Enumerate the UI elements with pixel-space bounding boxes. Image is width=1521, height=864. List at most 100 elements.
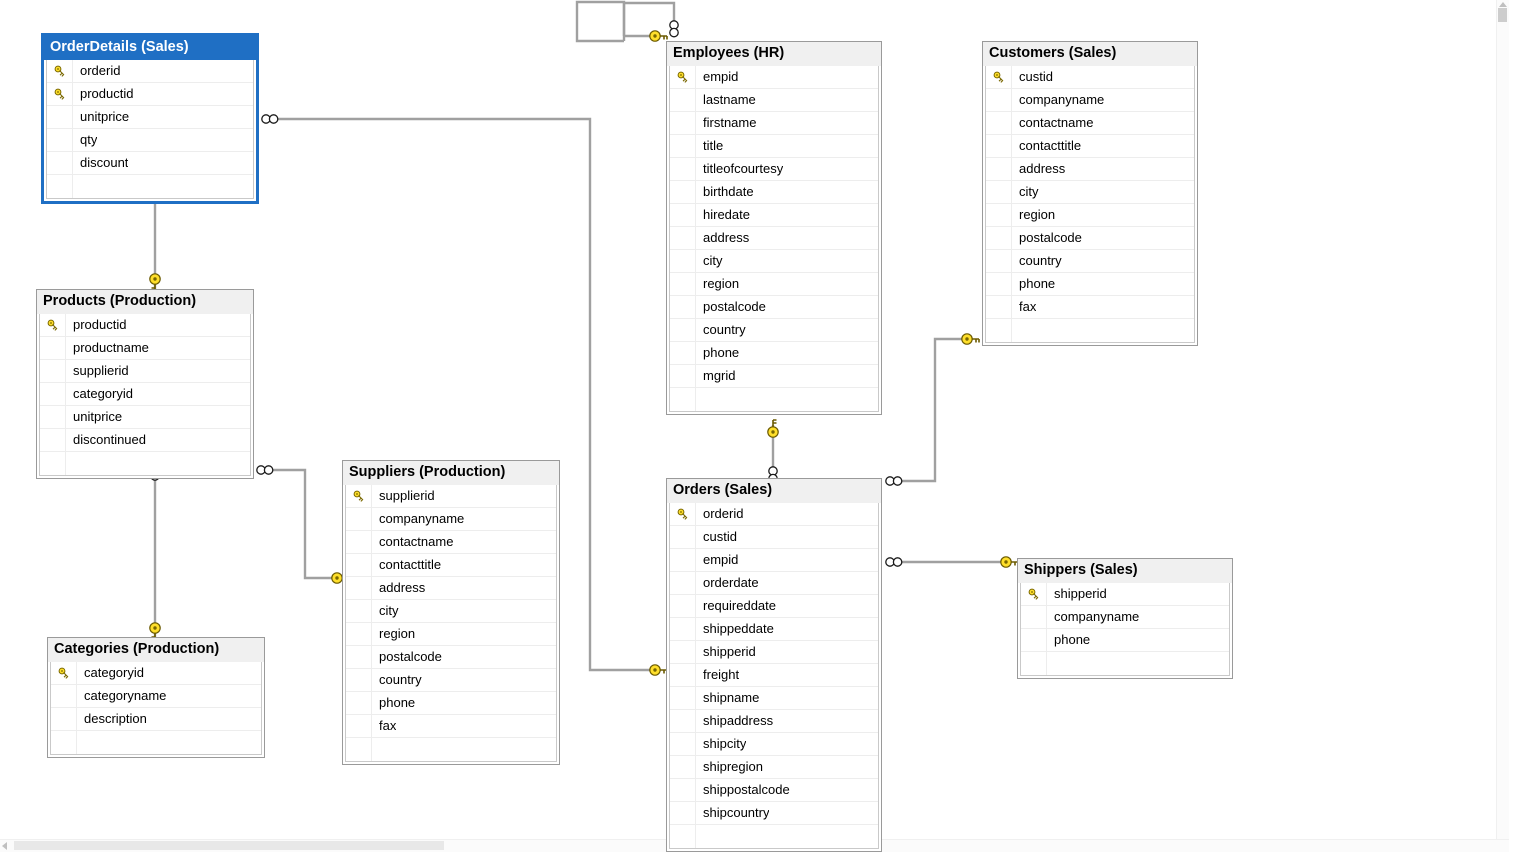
column-row[interactable]: titleofcourtesy (670, 158, 878, 181)
column-row[interactable]: requireddate (670, 595, 878, 618)
column-row[interactable]: shipaddress (670, 710, 878, 733)
empty-column-row[interactable] (51, 731, 261, 754)
column-row[interactable]: shippostalcode (670, 779, 878, 802)
empty-column-row[interactable] (346, 738, 556, 761)
column-row[interactable]: contacttitle (986, 135, 1194, 158)
table-header-products[interactable]: Products (Production) (37, 290, 253, 314)
column-row[interactable]: title (670, 135, 878, 158)
column-row[interactable]: shippeddate (670, 618, 878, 641)
column-row[interactable]: city (346, 600, 556, 623)
column-key-cell (986, 204, 1012, 226)
column-row[interactable]: companyname (346, 508, 556, 531)
table-header-customers[interactable]: Customers (Sales) (983, 42, 1197, 66)
column-row[interactable]: region (986, 204, 1194, 227)
column-row[interactable]: phone (346, 692, 556, 715)
column-row[interactable]: orderid (670, 503, 878, 526)
column-row[interactable]: region (346, 623, 556, 646)
column-row[interactable]: qty (47, 129, 253, 152)
column-row[interactable]: contactname (986, 112, 1194, 135)
column-row[interactable]: hiredate (670, 204, 878, 227)
empty-column-row[interactable] (670, 388, 878, 411)
empty-column-row[interactable] (40, 452, 250, 475)
column-row[interactable]: discount (47, 152, 253, 175)
column-row[interactable]: shipperid (1021, 583, 1229, 606)
table-header-employees[interactable]: Employees (HR) (667, 42, 881, 66)
column-row[interactable]: unitprice (40, 406, 250, 429)
table-header-categories[interactable]: Categories (Production) (48, 638, 264, 662)
column-row[interactable]: description (51, 708, 261, 731)
column-row[interactable]: shipcity (670, 733, 878, 756)
empty-column-row[interactable] (47, 175, 253, 198)
column-row[interactable]: postalcode (986, 227, 1194, 250)
column-row[interactable]: companyname (1021, 606, 1229, 629)
column-row[interactable]: categoryname (51, 685, 261, 708)
column-row[interactable]: country (986, 250, 1194, 273)
column-row[interactable]: categoryid (51, 662, 261, 685)
column-row[interactable]: supplierid (346, 485, 556, 508)
column-row[interactable]: shipperid (670, 641, 878, 664)
horizontal-scroll-thumb[interactable] (14, 841, 444, 850)
column-row[interactable]: country (670, 319, 878, 342)
column-row[interactable]: phone (1021, 629, 1229, 652)
column-row[interactable]: contacttitle (346, 554, 556, 577)
column-row[interactable]: region (670, 273, 878, 296)
column-row[interactable]: fax (986, 296, 1194, 319)
table-suppliers[interactable]: Suppliers (Production) supplierid companyn… (342, 460, 560, 765)
column-row[interactable]: contactname (346, 531, 556, 554)
column-row[interactable]: mgrid (670, 365, 878, 388)
column-row[interactable]: orderid (47, 60, 253, 83)
column-row[interactable]: phone (986, 273, 1194, 296)
column-row[interactable]: orderdate (670, 572, 878, 595)
column-row[interactable]: country (346, 669, 556, 692)
empty-column-row[interactable] (670, 825, 878, 848)
column-row[interactable]: fax (346, 715, 556, 738)
empty-column-row[interactable] (1021, 652, 1229, 675)
column-row[interactable]: productid (40, 314, 250, 337)
column-row[interactable]: companyname (986, 89, 1194, 112)
column-row[interactable]: lastname (670, 89, 878, 112)
column-row[interactable]: postalcode (670, 296, 878, 319)
table-header-orderdetails[interactable]: OrderDetails (Sales) (44, 36, 256, 60)
column-row[interactable]: empid (670, 66, 878, 89)
column-row[interactable]: productid (47, 83, 253, 106)
column-row[interactable]: unitprice (47, 106, 253, 129)
column-row[interactable]: custid (986, 66, 1194, 89)
table-header-suppliers[interactable]: Suppliers (Production) (343, 461, 559, 485)
column-row[interactable]: shipregion (670, 756, 878, 779)
column-row[interactable]: birthdate (670, 181, 878, 204)
vertical-scrollbar[interactable] (1496, 0, 1509, 852)
column-row[interactable]: shipname (670, 687, 878, 710)
column-row[interactable]: productname (40, 337, 250, 360)
vertical-scroll-thumb[interactable] (1498, 8, 1507, 22)
column-row[interactable]: postalcode (346, 646, 556, 669)
column-row[interactable]: categoryid (40, 383, 250, 406)
column-row[interactable]: custid (670, 526, 878, 549)
column-row[interactable]: supplierid (40, 360, 250, 383)
column-row[interactable]: address (986, 158, 1194, 181)
column-row[interactable]: empid (670, 549, 878, 572)
column-row[interactable]: city (670, 250, 878, 273)
scroll-up-arrow[interactable] (1499, 2, 1507, 7)
scroll-left-arrow[interactable] (2, 842, 7, 850)
column-key-cell (346, 646, 372, 668)
column-row[interactable]: firstname (670, 112, 878, 135)
table-header-orders[interactable]: Orders (Sales) (667, 479, 881, 503)
column-row[interactable]: discontinued (40, 429, 250, 452)
column-name: supplierid (379, 488, 435, 503)
column-row[interactable]: address (346, 577, 556, 600)
column-row[interactable]: city (986, 181, 1194, 204)
column-row[interactable]: phone (670, 342, 878, 365)
empty-column-row[interactable] (986, 319, 1194, 342)
table-header-shippers[interactable]: Shippers (Sales) (1018, 559, 1232, 583)
column-row[interactable]: freight (670, 664, 878, 687)
column-row[interactable]: shipcountry (670, 802, 878, 825)
column-row[interactable]: address (670, 227, 878, 250)
